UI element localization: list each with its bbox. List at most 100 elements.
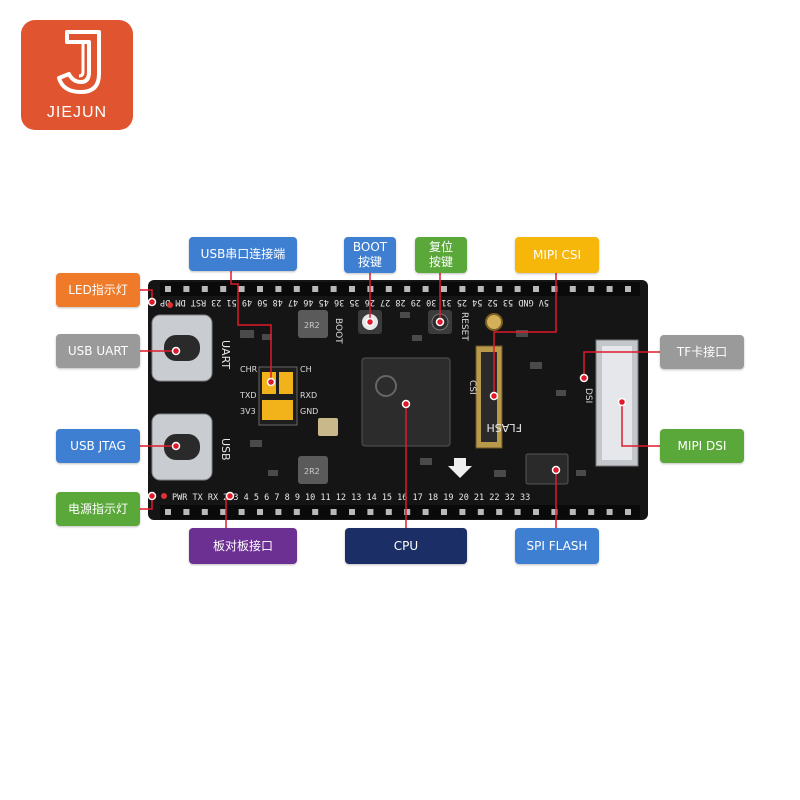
header-pin [257, 286, 263, 292]
label-boot-line1: BOOT [352, 240, 388, 254]
header-pin [459, 509, 466, 515]
led-indicator [167, 302, 173, 308]
header-pin [257, 509, 263, 515]
header-pin [367, 509, 374, 515]
arrow-down-icon [448, 458, 472, 478]
callout-dots [147, 297, 627, 501]
header-pin [201, 286, 208, 292]
silk-ch: CH [300, 365, 312, 374]
silk-usb: USB [219, 438, 232, 461]
header-pin [569, 509, 576, 515]
header-pin [569, 286, 576, 292]
header-pin [441, 286, 447, 292]
header-pin [275, 286, 282, 292]
jumper-cap-3 [262, 400, 293, 420]
header-pin [514, 286, 521, 292]
silk-txd: TXD [239, 391, 257, 400]
label-reset-line2: 按键 [428, 255, 453, 269]
svg-text:2R2: 2R2 [304, 467, 320, 476]
header-pin [496, 286, 503, 292]
header-pin [422, 286, 429, 292]
svg-text:2R2: 2R2 [304, 321, 320, 330]
header-pin [220, 286, 227, 292]
header-pin [220, 509, 227, 515]
header-pin [422, 509, 429, 515]
label-mipi-dsi: MIPI DSI [660, 429, 744, 463]
header-pin [459, 286, 466, 292]
header-pin [588, 509, 595, 515]
silk-gnd: GND [300, 407, 318, 416]
silk-rxd: RXD [300, 391, 317, 400]
silk-reset: RESET [459, 312, 469, 341]
silk-csi: CSI [467, 380, 477, 395]
header-pin [201, 509, 208, 515]
header-pin [606, 509, 613, 515]
top-pin-header [160, 282, 640, 296]
header-pin [183, 286, 190, 292]
header-pin [551, 286, 558, 292]
jiejun-logo: JIEJUN [21, 20, 133, 130]
header-pin [477, 286, 484, 292]
power-led [161, 493, 167, 499]
label-power-led: 电源指示灯 [56, 492, 140, 526]
header-pin [312, 509, 319, 515]
label-boot-button: BOOT 按键 [344, 237, 396, 273]
silk-flash: FLASH [487, 421, 523, 434]
header-pin [477, 509, 484, 515]
header-pin [312, 286, 319, 292]
silk-chr: CHR [240, 365, 258, 374]
label-reset-line1: 复位 [428, 240, 453, 254]
inductor-1 [298, 310, 328, 338]
header-pin [551, 509, 558, 515]
label-boot-line2: 按键 [357, 255, 382, 269]
label-usb-jtag: USB JTAG [56, 429, 140, 463]
label-usb-uart: USB UART [56, 334, 140, 368]
label-mipi-csi: MIPI CSI [515, 237, 599, 273]
bottom-pin-labels: PWR TX RX 2 3 4 5 6 7 8 9 10 11 12 13 14… [172, 493, 530, 503]
label-spi-flash: SPI FLASH [515, 528, 599, 564]
header-pin [496, 509, 503, 515]
jumper-cap-2 [279, 372, 293, 394]
header-pin [606, 286, 613, 292]
header-pin [165, 286, 171, 292]
label-cpu: CPU [345, 528, 467, 564]
silk-boot: BOOT [333, 318, 343, 344]
inductor-2 [298, 456, 328, 484]
header-pin [625, 509, 631, 515]
header-pin [441, 509, 447, 515]
header-pin [238, 509, 245, 515]
header-pin [349, 509, 355, 515]
header-pin [385, 286, 392, 292]
header-pin [349, 286, 355, 292]
header-pin [165, 509, 171, 515]
header-pin [183, 509, 190, 515]
brand-name: JIEJUN [46, 104, 108, 121]
label-usb-serial-port: USB串口连接端 [189, 237, 297, 271]
header-pin [588, 286, 595, 292]
crystal [318, 418, 338, 436]
header-pin [238, 286, 245, 292]
header-pin [625, 286, 631, 292]
header-pin [330, 286, 337, 292]
header-pin [330, 509, 337, 515]
header-pin [404, 286, 411, 292]
label-board-connector: 板对板接口 [189, 528, 297, 564]
label-led-indicator: LED指示灯 [56, 273, 140, 307]
logo-j-icon [57, 30, 101, 94]
spi-flash-chip [525, 453, 569, 485]
label-tf-card: TF卡接口 [660, 335, 744, 369]
header-pin [275, 509, 282, 515]
header-pin [385, 509, 392, 515]
callout-lines [127, 263, 662, 528]
label-reset-button: 复位 按键 [415, 237, 467, 273]
header-pin [533, 286, 539, 292]
header-pin [404, 509, 411, 515]
bottom-pin-header [160, 505, 640, 519]
silk-dsi: DSI [583, 388, 593, 403]
header-pin [533, 509, 539, 515]
header-pin [293, 286, 300, 292]
header-pin [293, 509, 300, 515]
silk-3v3: 3V3 [240, 407, 256, 416]
silk-uart: UART [219, 340, 232, 369]
